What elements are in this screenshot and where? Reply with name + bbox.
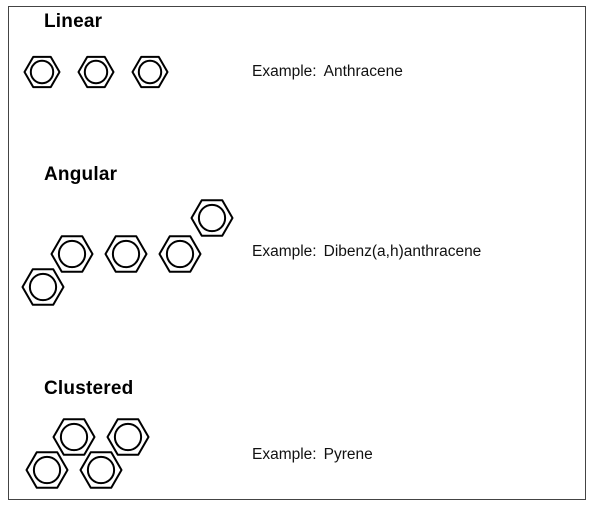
- benzene-ring: [52, 418, 96, 456]
- figure-frame: [8, 6, 586, 500]
- heading-angular: Angular: [44, 164, 118, 185]
- heading-clustered: Clustered: [44, 378, 134, 399]
- benzene-ring: [23, 55, 61, 89]
- example-angular: Example: Dibenz(a,h)anthracene: [252, 243, 481, 261]
- benzene-ring: [106, 418, 150, 456]
- example-label: Example:: [252, 446, 317, 463]
- example-label: Example:: [252, 243, 317, 260]
- benzene-ring: [77, 55, 115, 89]
- benzene-ring: [50, 235, 94, 273]
- example-linear: Example: Anthracene: [252, 63, 403, 81]
- example-compound-name: Dibenz(a,h)anthracene: [323, 243, 482, 260]
- benzene-ring: [79, 451, 123, 489]
- example-compound-name: Anthracene: [323, 63, 403, 80]
- benzene-ring: [190, 199, 234, 237]
- benzene-ring: [25, 451, 69, 489]
- example-compound-name: Pyrene: [323, 446, 373, 463]
- benzene-ring: [131, 55, 169, 89]
- example-label: Example:: [252, 63, 317, 80]
- benzene-ring: [104, 235, 148, 273]
- heading-linear: Linear: [44, 11, 103, 32]
- benzene-ring: [158, 235, 202, 273]
- example-clustered: Example: Pyrene: [252, 446, 373, 464]
- benzene-ring: [21, 268, 65, 306]
